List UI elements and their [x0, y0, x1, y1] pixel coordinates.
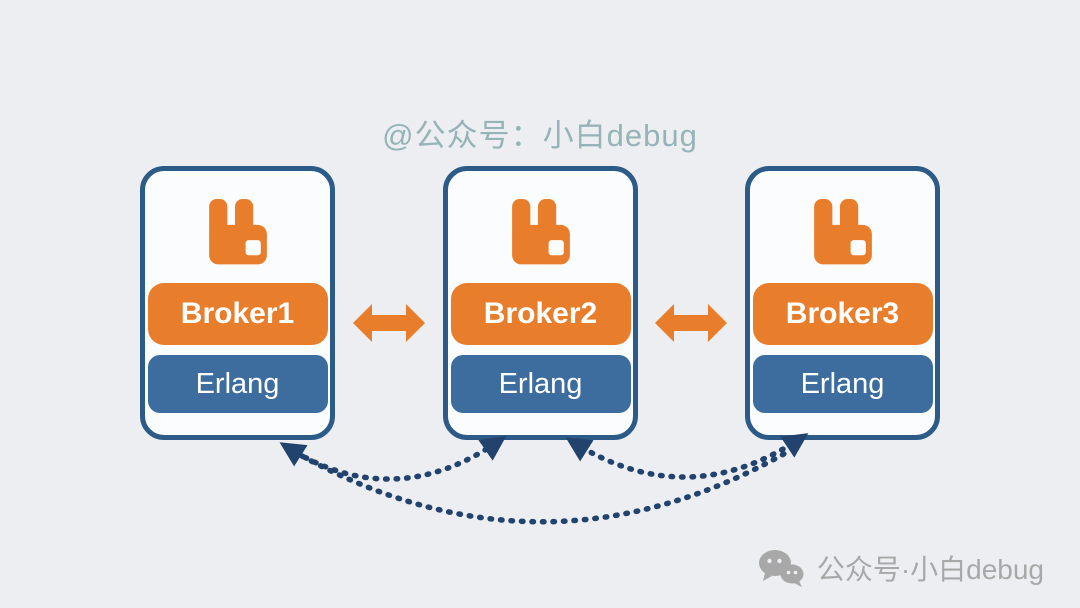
runtime-label: Erlang [147, 355, 328, 413]
mesh-link-1-2 [279, 435, 507, 482]
runtime-label: Erlang [752, 355, 933, 413]
broker3-node: Broker3 Erlang [745, 166, 940, 440]
broker-label: Broker1 [147, 283, 328, 345]
mesh-link-2-3 [565, 433, 809, 480]
double-arrow-icon [655, 304, 727, 342]
bottom-watermark: 公众号·小白debug [757, 548, 1044, 588]
broker-label: Broker2 [450, 283, 631, 345]
top-watermark: @公众号：小白debug [382, 118, 698, 153]
bottom-watermark-text: 公众号·小白debug [816, 554, 1044, 585]
rabbitmq-logo [511, 199, 570, 265]
runtime-label: Erlang [450, 355, 631, 413]
rabbitmq-logo [813, 199, 872, 265]
mesh-link-1-3 [299, 448, 792, 525]
rabbitmq-logo [208, 199, 267, 265]
broker-label: Broker3 [752, 283, 933, 345]
wechat-icon [758, 550, 804, 587]
broker2-node: Broker2 Erlang [443, 166, 638, 440]
double-arrow-icon [353, 304, 425, 342]
broker1-node: Broker1 Erlang [140, 166, 335, 440]
